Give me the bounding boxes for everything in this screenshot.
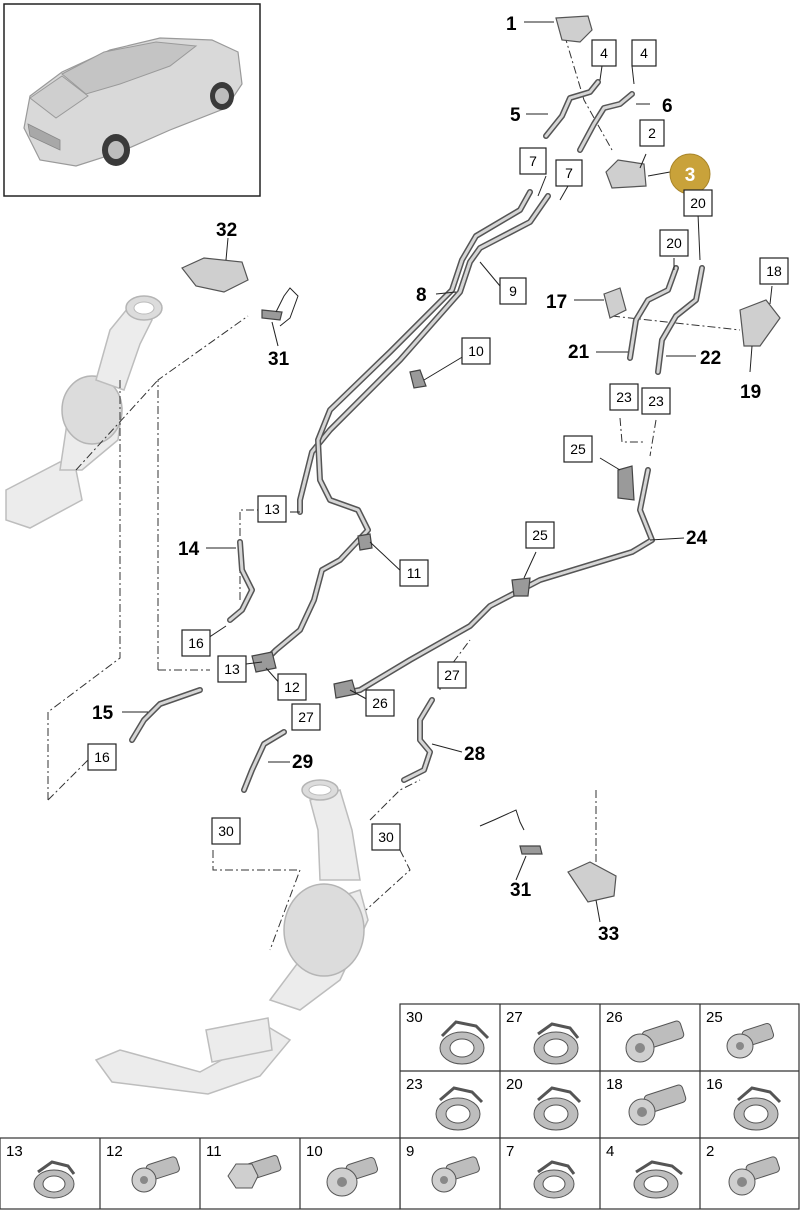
table-cell-label: 27 [506,1009,523,1026]
callout-9: 9 [509,283,517,299]
callout-31-upper: 31 [268,349,290,370]
callout-3: 3 [685,165,696,186]
callout-8: 8 [416,285,427,306]
callout-6: 6 [662,96,673,117]
callout-19: 19 [740,382,761,403]
callout-4-left: 4 [600,45,608,61]
callout-26: 26 [372,695,388,711]
callout-30-right: 30 [378,829,394,845]
table-cell-label: 18 [606,1076,623,1093]
part-17-sensor [603,287,627,319]
callout-17: 17 [546,292,567,313]
callout-13-lower: 13 [224,661,240,677]
bolt-icon [625,1020,685,1063]
callout-27-left: 27 [298,709,314,725]
table-cell-label: 20 [506,1076,523,1093]
bolt-icon [726,1022,775,1059]
callout-32: 32 [216,220,237,241]
part-1-sensor [555,15,593,43]
callout-28: 28 [464,744,485,765]
callout-16-upper: 16 [188,635,204,651]
left-catalytic-converter [5,295,163,529]
table-cell-label: 23 [406,1076,423,1093]
bolt-icon [431,1156,480,1193]
bold-callouts: 1 5 6 8 17 21 22 19 24 14 15 29 28 31 33… [92,14,761,945]
part-3-bracket [605,159,647,189]
car-illustration [23,37,243,167]
part-10-clip [409,369,427,389]
callout-13-upper: 13 [264,501,280,517]
callout-16-lower: 16 [94,749,110,765]
part-11-clip [357,533,373,551]
vehicle-thumbnail [3,3,261,197]
hex-bolt-icon [227,1154,282,1189]
callout-1: 1 [506,14,517,35]
bolt-icon [131,1156,180,1193]
part-19-bracket [739,299,781,347]
hose-clamp-icon [533,1086,582,1131]
callout-24: 24 [686,528,708,549]
hose-clamp-icon [435,1086,484,1131]
callout-23-right: 23 [648,393,664,409]
table-cell-label: 26 [606,1009,623,1026]
callout-15: 15 [92,703,114,724]
part-12-clip [251,651,277,673]
callout-30-left: 30 [218,823,234,839]
callout-27-right: 27 [444,667,460,683]
callout-31-lower: 31 [510,880,532,901]
leader-lines [122,21,773,923]
part-26-clip [333,679,357,699]
table-cell-label: 7 [506,1143,514,1160]
callout-20-lower: 20 [666,235,682,251]
table-cell-label: 12 [106,1143,123,1160]
callout-25-lower: 25 [532,527,548,543]
part-25-clip [511,465,635,597]
right-catalytic-converter [94,779,369,1095]
table-cell-label: 11 [206,1143,222,1160]
callout-18: 18 [766,263,782,279]
callout-25-upper: 25 [570,441,586,457]
socket-bolt-icon [728,1156,780,1196]
parts-table: 30 27 26 25 23 20 18 16 13 12 11 10 9 7 … [0,1003,800,1210]
hose-clamp-icon [533,1160,576,1199]
hose-clamp-icon [439,1020,490,1065]
bolt-icon [628,1084,687,1126]
table-cell-label: 4 [606,1143,614,1160]
callout-20-upper: 20 [690,195,706,211]
callout-22: 22 [700,348,721,369]
flange-bolt-icon [326,1156,379,1197]
callout-7-left: 7 [529,153,537,169]
hose-clamp-icon [533,1022,580,1065]
callout-4-right: 4 [640,45,648,61]
callout-23-left: 23 [616,389,632,405]
callout-11: 11 [407,565,422,581]
callout-7-right: 7 [565,165,573,181]
part-32-bracket [181,257,249,293]
table-cell-label: 30 [406,1009,423,1026]
callout-29: 29 [292,752,313,773]
hose-clamp-icon [33,1160,76,1199]
boxed-callouts: 4 4 2 7 7 20 20 18 9 10 23 23 25 13 25 1… [87,39,789,851]
callout-2: 2 [648,125,656,141]
part-31-sensor [261,287,543,855]
hose-clamp-icon [633,1160,683,1199]
table-cell-label: 13 [6,1143,23,1160]
callout-10: 10 [468,343,484,359]
callout-5: 5 [510,105,521,126]
table-cell-label: 16 [706,1076,723,1093]
table-cell-label: 9 [406,1143,414,1160]
hose-clamp-icon [733,1086,782,1131]
part-33-bracket [567,861,617,903]
callout-12: 12 [284,679,300,695]
reference-lines [47,19,741,951]
callout-14: 14 [178,539,200,560]
highlighted-callout-3[interactable]: 3 [669,153,711,195]
table-cell-label: 10 [306,1143,323,1160]
callout-21: 21 [568,342,590,363]
callout-33: 33 [598,924,619,945]
table-cell-label: 25 [706,1009,723,1026]
table-cell-label: 2 [706,1143,714,1160]
